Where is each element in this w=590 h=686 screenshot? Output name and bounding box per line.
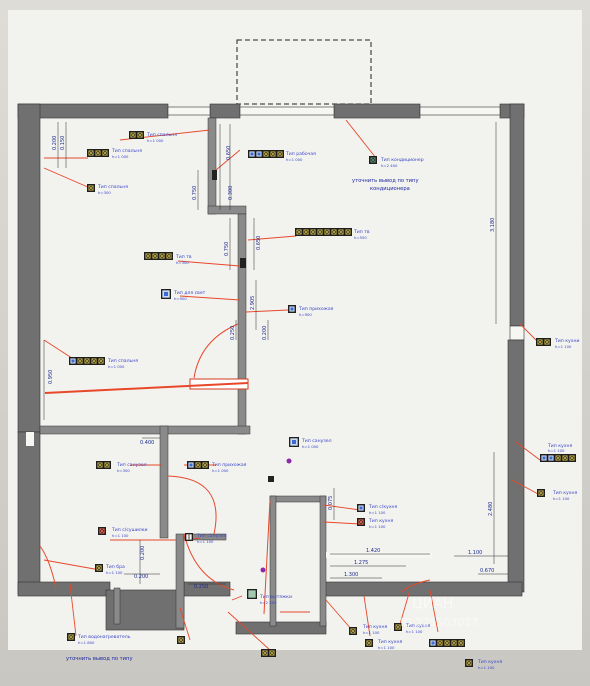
label-l4-type: Тип рабочая	[285, 151, 316, 157]
label-l7-type: Тип тв	[175, 254, 192, 260]
label-l12-h: h=1 000	[302, 444, 319, 449]
label-l10-h: h=1 000	[108, 364, 125, 369]
label-l12-type: Тип санузел	[301, 438, 332, 444]
ac-note-line1: уточнить вывод по типу	[352, 178, 419, 184]
label-l17-type: Тип с/кухня	[368, 504, 398, 510]
label-l24-type: Тип водонагреватель	[77, 634, 131, 640]
dimension-lines	[43, 122, 508, 585]
dim-0650: 0.650	[226, 146, 232, 160]
label-l4-h: h=1 000	[286, 157, 303, 162]
dim-1100: 1.100	[468, 550, 482, 556]
label-l16-h: h=1 100	[197, 539, 214, 544]
interior-walls	[39, 117, 432, 629]
label-l18-type: Тип кухня	[368, 518, 393, 524]
label-l2-h: h=1 000	[147, 138, 164, 143]
label-l11-type: Тип кухни	[554, 338, 579, 344]
watermark-brand: ЦИАН	[412, 596, 453, 612]
watermark-id: ID 225503027	[400, 616, 478, 629]
label-l5-h: h=2 400	[381, 163, 398, 168]
label-l3-type: Тип спальня	[97, 184, 128, 190]
label-l19-type: Тип кухня	[552, 490, 577, 496]
dimension-texts: 0.200 0.150 0.650 0.300 0.750 0.750 0.65…	[48, 136, 496, 590]
dim-0200c: 0.200	[134, 574, 148, 580]
label-l16-type: Тип санузел	[196, 533, 227, 539]
label-l26-type: Тип кухня	[405, 623, 430, 629]
exterior-walls	[17, 103, 525, 635]
label-l27-h: h=1 100	[478, 665, 495, 670]
balcony-outline	[236, 39, 372, 105]
label-l6-type: Тип тв	[353, 229, 370, 235]
dim-1275: 1.275	[354, 560, 368, 566]
label-l27-type: Тип кухня	[477, 659, 502, 665]
label-l13-h: h=1 000	[212, 468, 229, 473]
dim-0670: 0.670	[480, 568, 494, 574]
label-l8-h: h=900	[174, 296, 187, 301]
dim-0650b: 0.650	[256, 236, 262, 250]
dim-0750b: 0.750	[224, 242, 230, 256]
dim-0200: 0.200	[262, 326, 268, 340]
label-l14-h: h=300	[117, 468, 130, 473]
label-l24-h: h=1 800	[78, 640, 95, 645]
label-l9-type: Тип прихожая	[298, 306, 334, 312]
label-l5-type: Тип кондиционер	[380, 157, 424, 163]
dim-0300: 0.300	[228, 186, 234, 200]
cian-watermark: ЦИАН ID 225503027	[400, 596, 478, 629]
dim-1300: 1.300	[344, 572, 358, 578]
label-l25-type: Тип кухня	[377, 639, 402, 645]
label-l23-type: Тип бра	[105, 564, 125, 570]
label-l2-type: Тип спальня	[146, 132, 177, 138]
label-l13-type: Тип прихожая	[211, 462, 247, 468]
dim-2480: 2.480	[488, 502, 494, 516]
plan-labels: Тип спальня h=1 000 Тип спальня h=1 000 …	[66, 132, 579, 670]
dim-2905: 2.905	[250, 296, 256, 310]
dim-0250: 0.250	[230, 326, 236, 340]
label-l8-type: Тип для свет	[173, 290, 206, 296]
label-l19-h: h=1 100	[553, 496, 570, 501]
dim-0750: 0.750	[192, 186, 198, 200]
label-l15-type: Тип с/сушилки	[111, 527, 147, 533]
bottom-note: уточнить вывод по типу	[66, 656, 133, 662]
label-l21-type: Тип кухня	[362, 624, 387, 630]
ac-note-line2: кондиционера	[370, 186, 410, 192]
label-l20-type: Тип кухня	[547, 443, 572, 449]
dim-0200b: 0.200	[140, 546, 146, 560]
label-l22-type: Тип вытяжки	[259, 594, 292, 600]
label-l23-h: h=1 100	[106, 570, 123, 575]
dim-0950: 0.950	[48, 370, 54, 384]
label-l14-type: Тип санузел	[116, 462, 147, 468]
dim-0150: 0.150	[60, 136, 66, 150]
dim-3180: 3.180	[490, 218, 496, 232]
label-l3-h: h=300	[98, 190, 111, 195]
dim-0200a: 0.200	[52, 136, 58, 150]
label-l26-h: h=1 100	[406, 629, 423, 634]
label-l11-h: h=1 100	[555, 344, 572, 349]
socket-groups	[67, 131, 576, 667]
door-swings	[39, 323, 431, 615]
label-l10-type: Тип спальня	[107, 358, 138, 364]
label-l21-h: h=1 100	[363, 630, 380, 635]
label-l20-h: h=1 100	[548, 448, 565, 453]
label-l9-h: h=900	[299, 312, 312, 317]
label-l22-h: h=2 200	[260, 600, 277, 605]
dim-0250b: 0.250	[194, 584, 208, 590]
dim-0075: 0.075	[328, 496, 334, 510]
label-l1-type: Тип спальня	[111, 148, 142, 154]
dim-1420: 1.420	[366, 548, 380, 554]
dim-0400: 0.400	[140, 440, 154, 446]
label-l18-h: h=1 100	[369, 524, 386, 529]
label-l1-h: h=1 000	[112, 154, 129, 159]
label-l6-h: h=550	[354, 235, 367, 240]
label-l15-h: h=1 100	[112, 533, 129, 538]
label-l7-h: h=300	[176, 260, 189, 265]
label-l25-h: h=1 100	[378, 645, 395, 650]
label-l17-h: h=1 100	[369, 510, 386, 515]
cable-run	[44, 382, 249, 394]
